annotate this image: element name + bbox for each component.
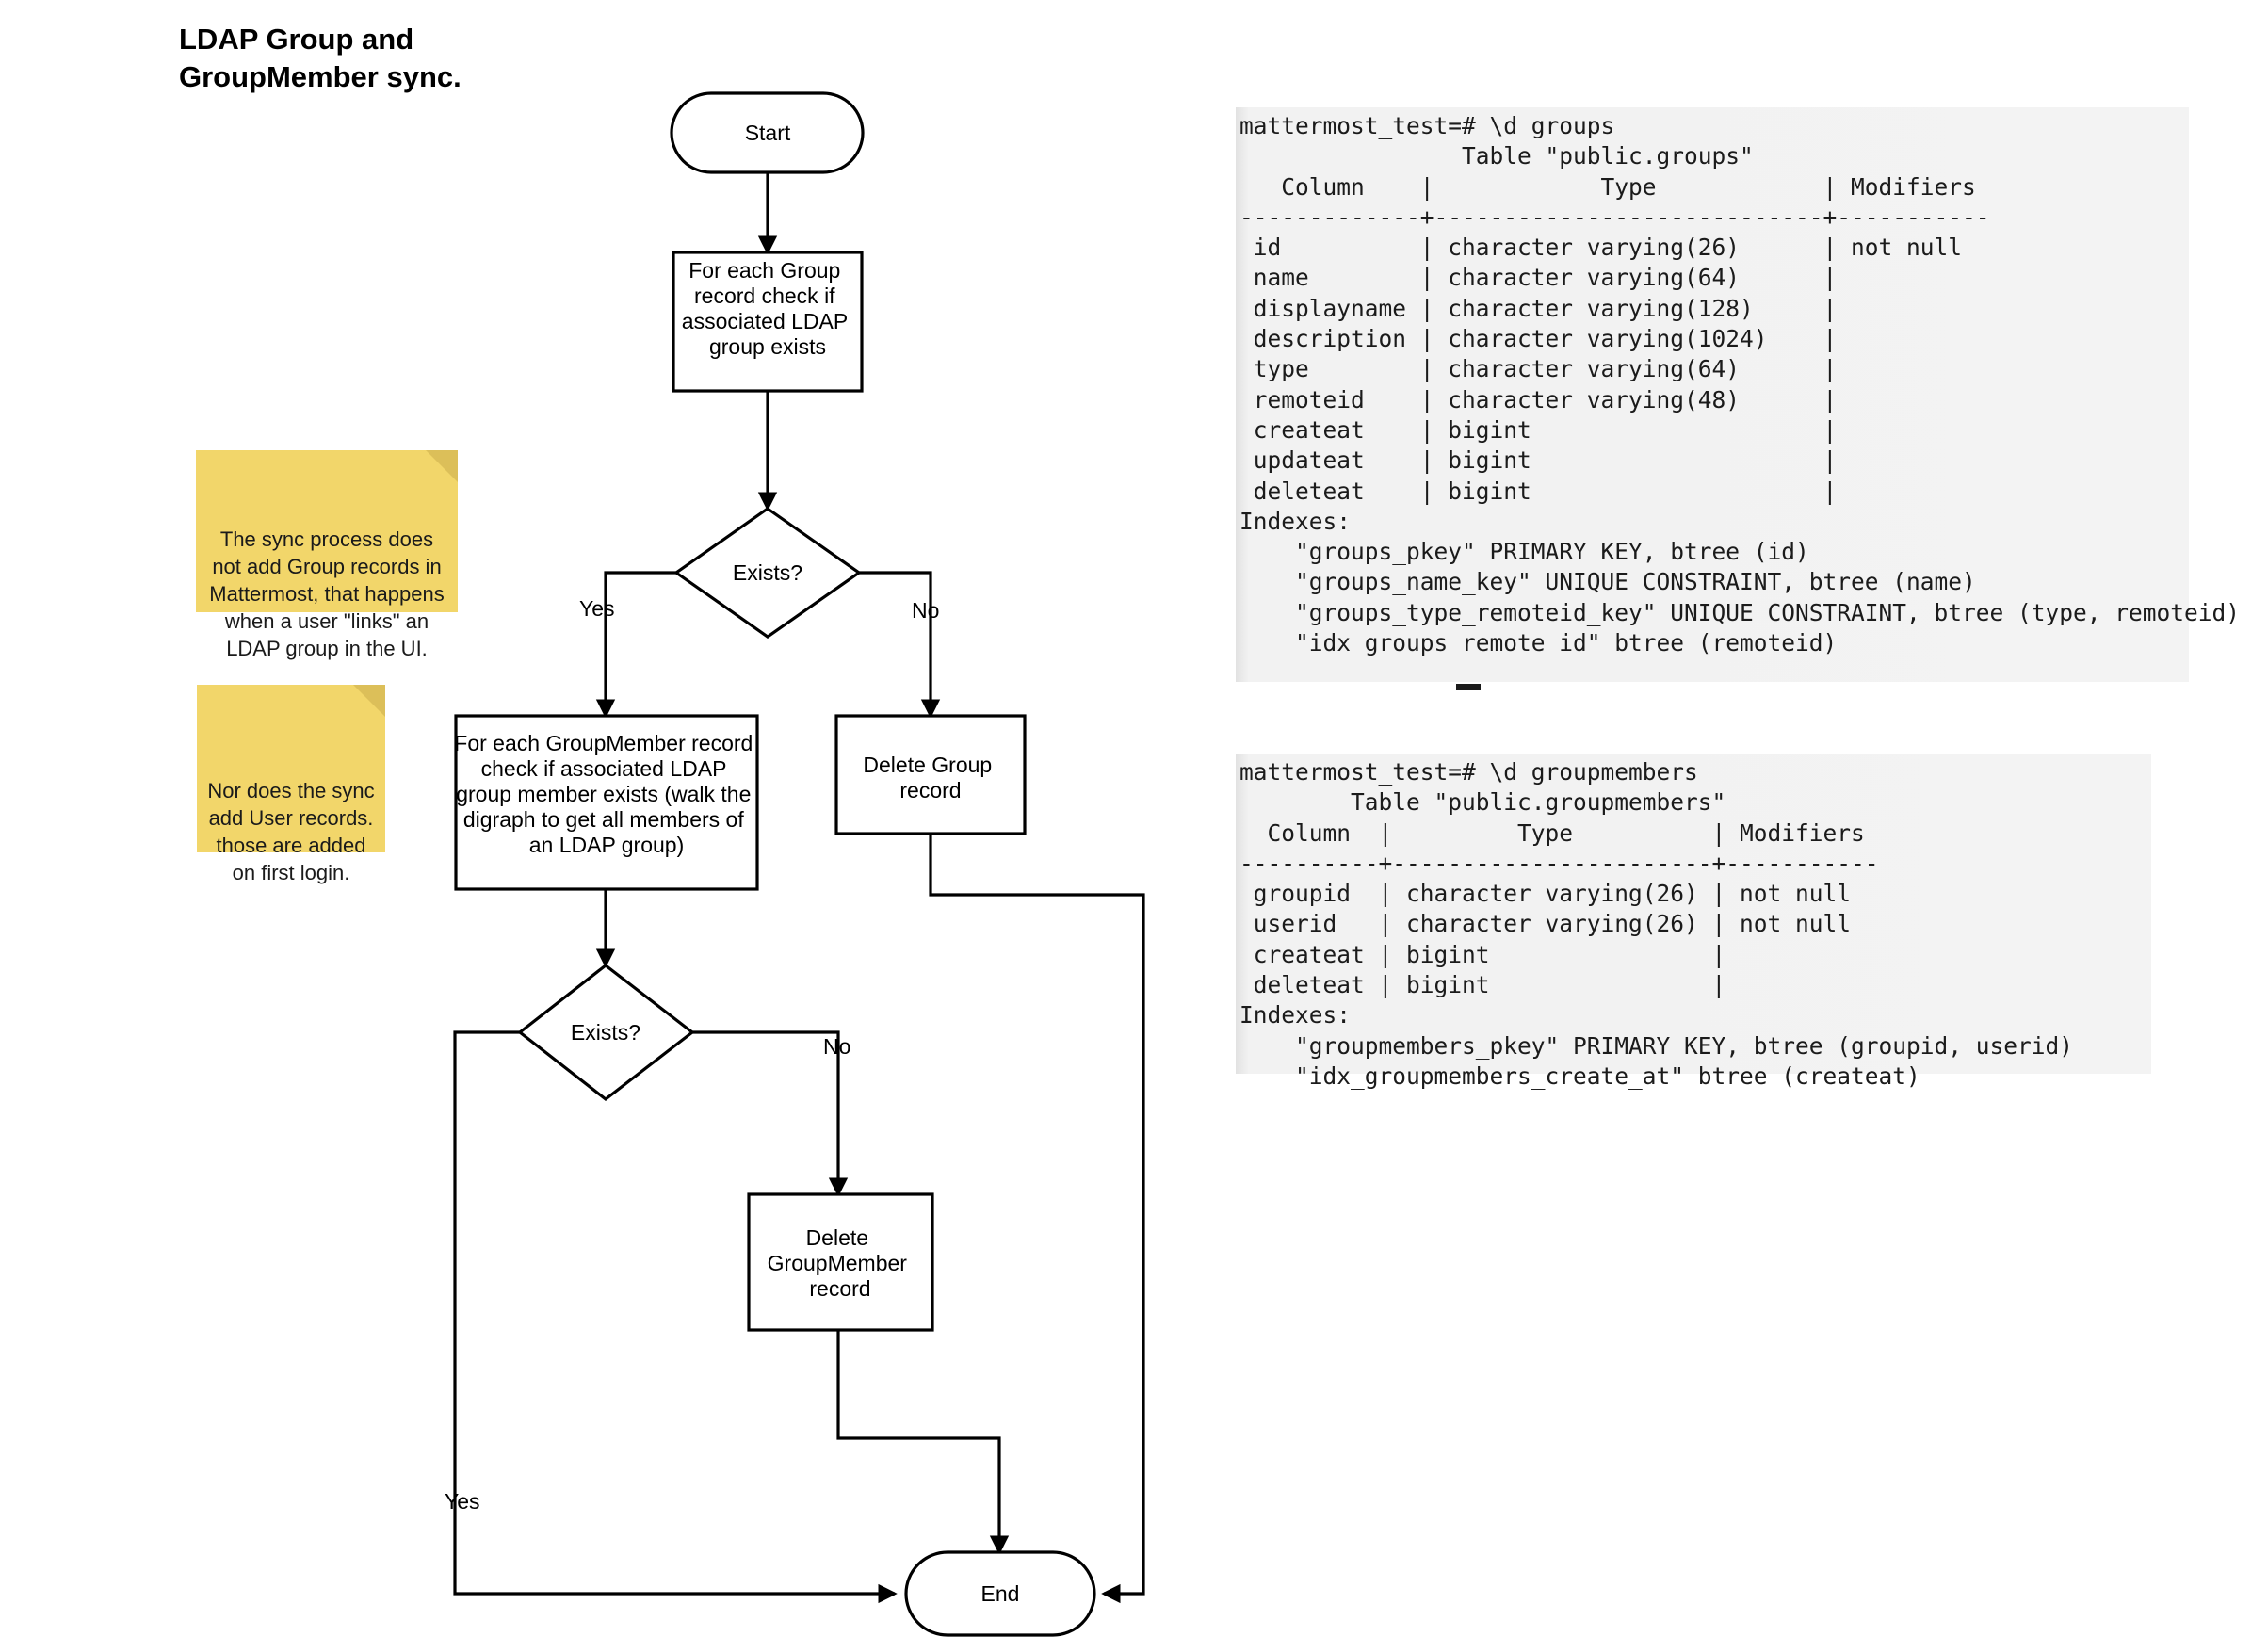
edge-label-exists1-yes: Yes (579, 596, 615, 621)
connector-delete-group-to-end (929, 834, 1145, 1604)
terminal-groupmembers-background (1236, 754, 2151, 1074)
node-exists-decision-1-label: Exists? (733, 560, 802, 585)
edge-label-exists1-no: No (912, 598, 939, 623)
edge-label-exists2-yes: Yes (445, 1489, 480, 1514)
note-fold-corner (426, 450, 458, 482)
node-exists-decision-2[interactable] (517, 963, 695, 1102)
node-check-groupmember-record[interactable] (454, 714, 759, 891)
connector-exists2-no (692, 1030, 849, 1197)
node-check-group-record[interactable] (672, 251, 864, 393)
terminal-output-groups: mattermost_test=# \d groups Table "publi… (1239, 112, 2241, 657)
node-end-label: End (981, 1581, 1020, 1606)
connector-exists1-no (859, 571, 941, 719)
node-exists-decision-2-label: Exists? (571, 1020, 640, 1045)
node-exists-decision-1[interactable] (673, 507, 862, 639)
connector-exists1-yes (595, 571, 676, 719)
terminal-groups-background (1236, 107, 2189, 682)
node-delete-groupmember-record[interactable] (747, 1192, 934, 1332)
node-delete-group-record[interactable] (834, 714, 1027, 835)
terminal-cursor-artifact (1456, 684, 1481, 690)
node-check-group-record-label: For each Group record check if associate… (682, 258, 853, 359)
node-start-label: Start (745, 121, 791, 145)
note-fold-corner (353, 685, 385, 717)
sticky-note-2-text: Nor does the sync add User records. thos… (207, 779, 375, 885)
node-delete-group-record-label: Delete Group record (863, 753, 997, 802)
terminal-output-groupmembers: mattermost_test=# \d groupmembers Table … (1239, 758, 2074, 1090)
connector-delete-groupmember-to-end (836, 1330, 1010, 1555)
sticky-note-sync-no-user-add: Nor does the sync add User records. thos… (197, 685, 385, 884)
node-start[interactable] (670, 91, 865, 174)
edge-label-exists2-no: No (823, 1034, 850, 1059)
connector-exists2-yes (453, 1030, 898, 1604)
node-check-groupmember-record-label: For each GroupMember record check if ass… (454, 731, 758, 857)
node-delete-groupmember-record-label: Delete GroupMember record (768, 1225, 914, 1301)
page-title: LDAP Group and GroupMember sync. (179, 23, 462, 93)
sticky-note-sync-no-group-add: The sync process does not add Group reco… (196, 450, 458, 660)
node-end[interactable] (904, 1550, 1096, 1637)
sticky-note-1-text: The sync process does not add Group reco… (209, 527, 445, 661)
